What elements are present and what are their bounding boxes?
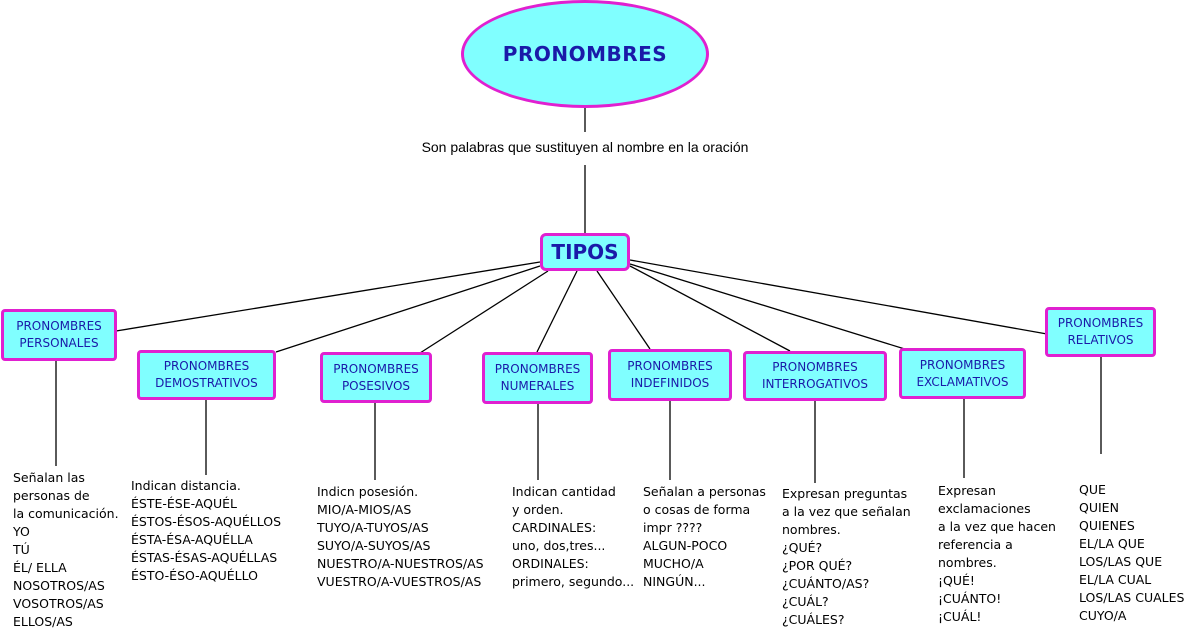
desc-line: ÉSTOS-ÉSOS-AQUÉLLOS: [131, 514, 282, 529]
desc-line: Indican cantidad: [512, 484, 616, 499]
desc-relativos: QUE QUIEN QUIENES EL/LA QUE LOS/LAS QUE …: [1079, 481, 1184, 625]
desc-line: CARDINALES:: [512, 520, 597, 535]
category-line2: PERSONALES: [19, 336, 99, 350]
desc-demostrativos: Indican distancia. ÉSTE-ÉSE-AQUÉL ÉSTOS-…: [131, 477, 281, 585]
desc-line: a la vez que hacen: [938, 519, 1056, 534]
root-title: PRONOMBRES: [502, 42, 668, 66]
category-line2: INDEFINIDOS: [630, 376, 710, 390]
category-personales: PRONOMBRES PERSONALES: [1, 309, 117, 361]
desc-line: ¡CUÁNTO!: [938, 591, 1002, 606]
desc-line: Señalan las: [13, 470, 85, 485]
desc-indefinidos: Señalan a personas o cosas de forma impr…: [643, 483, 766, 591]
desc-line: LOS/LAS CUALES: [1079, 590, 1185, 605]
desc-line: primero, segundo...: [512, 574, 635, 589]
category-line1: PRONOMBRES: [919, 357, 1006, 372]
desc-line: LOS/LAS QUE: [1079, 554, 1163, 569]
category-line2: RELATIVOS: [1067, 333, 1134, 347]
desc-line: QUIENES: [1079, 518, 1135, 533]
desc-line: Expresan preguntas: [782, 486, 908, 501]
desc-line: y orden.: [512, 502, 564, 517]
desc-line: VOSOTROS/AS: [13, 596, 104, 611]
desc-line: ÉSTAS-ÉSAS-AQUÉLLAS: [131, 550, 278, 565]
desc-line: ÉSTE-ÉSE-AQUÉL: [131, 496, 238, 511]
desc-line: ¿CUÁLES?: [782, 612, 845, 627]
category-line1: PRONOMBRES: [333, 361, 419, 376]
desc-line: exclamaciones: [938, 501, 1031, 516]
desc-line: ¡QUÉ!: [938, 573, 975, 588]
desc-line: CUYO/A: [1079, 608, 1127, 623]
desc-line: ¿POR QUÉ?: [782, 558, 853, 573]
desc-line: ¡CUÁL!: [938, 609, 982, 624]
category-line2: EXCLAMATIVOS: [916, 374, 1009, 389]
desc-line: NINGÚN...: [643, 574, 706, 589]
desc-line: MUCHO/A: [643, 556, 704, 571]
desc-line: TÚ: [13, 542, 30, 557]
desc-line: o cosas de forma: [643, 502, 751, 517]
category-indefinidos: PRONOMBRES INDEFINIDOS: [608, 349, 732, 401]
desc-posesivos: Indicn posesión. MIO/A-MIOS/AS TUYO/A-TU…: [317, 483, 484, 591]
desc-line: Señalan a personas: [643, 484, 766, 499]
root-node: PRONOMBRES: [461, 0, 709, 108]
desc-line: impr ????: [643, 520, 703, 535]
tipos-node: TIPOS: [540, 233, 630, 271]
desc-line: ÉSTO-ÉSO-AQUÉLLO: [131, 568, 258, 583]
desc-line: nombres.: [782, 522, 841, 537]
desc-line: EL/LA CUAL: [1079, 572, 1152, 587]
category-exclamativos: PRONOMBRES EXCLAMATIVOS: [899, 348, 1026, 399]
desc-line: Indican distancia.: [131, 478, 241, 493]
category-line1: PRONOMBRES: [16, 319, 102, 333]
desc-line: ÉSTA-ÉSA-AQUÉLLA: [131, 532, 253, 547]
desc-line: personas de: [13, 488, 90, 503]
category-line1: PRONOMBRES: [772, 360, 858, 374]
desc-line: VUESTRO/A-VUESTROS/AS: [317, 574, 482, 589]
category-line1: PRONOMBRES: [163, 359, 250, 373]
desc-line: uno, dos,tres...: [512, 538, 606, 553]
desc-line: ELLOS/AS: [13, 614, 73, 629]
category-interrogativos: PRONOMBRES INTERROGATIVOS: [743, 351, 887, 401]
desc-line: QUIEN: [1079, 500, 1119, 515]
category-line1: PRONOMBRES: [627, 359, 713, 373]
desc-line: Indicn posesión.: [317, 484, 419, 499]
category-line1: PRONOMBRES: [494, 362, 581, 376]
desc-line: MIO/A-MIOS/AS: [317, 502, 412, 517]
desc-numerales: Indican cantidad y orden. CARDINALES: un…: [512, 483, 634, 591]
category-demostrativos: PRONOMBRES DEMOSTRATIVOS: [137, 350, 276, 400]
desc-line: ORDINALES:: [512, 556, 589, 571]
desc-personales: Señalan las personas de la comunicación.…: [13, 469, 119, 631]
category-line2: POSESIVOS: [341, 378, 411, 393]
desc-line: ¿CUÁL?: [782, 594, 829, 609]
desc-line: QUE: [1079, 482, 1106, 497]
desc-line: Expresan: [938, 483, 996, 498]
desc-line: EL/LA QUE: [1079, 536, 1145, 551]
category-posesivos: PRONOMBRES POSESIVOS: [320, 352, 432, 403]
desc-line: NOSOTROS/AS: [13, 578, 105, 593]
category-line2: NUMERALES: [500, 379, 575, 393]
category-relativos: PRONOMBRES RELATIVOS: [1045, 307, 1156, 357]
desc-exclamativos: Expresan exclamaciones a la vez que hace…: [938, 482, 1056, 626]
category-line2: DEMOSTRATIVOS: [155, 376, 258, 390]
desc-line: ÉL/ ELLA: [13, 560, 67, 575]
desc-line: referencia a: [938, 537, 1013, 552]
category-numerales: PRONOMBRES NUMERALES: [482, 352, 593, 404]
desc-line: SUYO/A-SUYOS/AS: [317, 538, 431, 553]
desc-line: a la vez que señalan: [782, 504, 911, 519]
desc-line: NUESTRO/A-NUESTROS/AS: [317, 556, 484, 571]
desc-interrogativos: Expresan preguntas a la vez que señalan …: [782, 485, 911, 629]
desc-line: YO: [13, 524, 30, 539]
desc-line: ¿CUÁNTO/AS?: [782, 576, 870, 591]
desc-line: ALGUN-POCO: [643, 538, 728, 553]
desc-line: ¿QUÉ?: [782, 540, 823, 555]
definition-text: Son palabras que sustituyen al nombre en…: [421, 139, 749, 155]
desc-line: TUYO/A-TUYOS/AS: [317, 520, 429, 535]
desc-line: nombres.: [938, 555, 997, 570]
desc-line: la comunicación.: [13, 506, 119, 521]
category-line1: PRONOMBRES: [1057, 316, 1144, 330]
category-line2: INTERROGATIVOS: [761, 377, 869, 391]
